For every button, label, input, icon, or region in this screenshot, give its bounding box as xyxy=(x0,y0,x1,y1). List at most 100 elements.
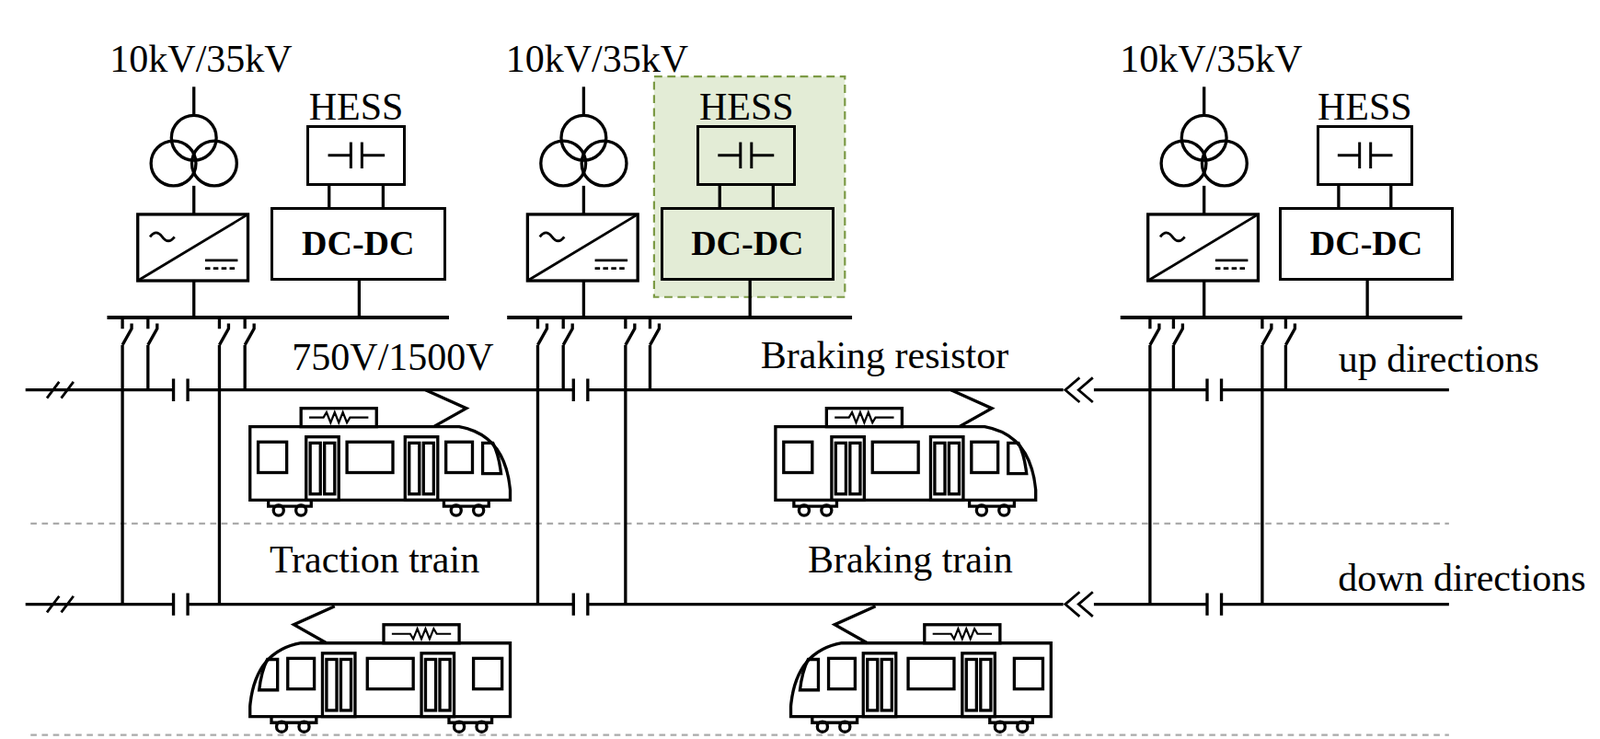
break-gap xyxy=(1063,375,1094,404)
insulator-gap xyxy=(173,599,189,609)
direction-separator xyxy=(30,522,1450,525)
converter-label: DC-DC xyxy=(301,224,415,264)
break-mark xyxy=(1065,591,1094,617)
transformer-winding xyxy=(1201,140,1247,186)
feeder-switch xyxy=(563,317,573,391)
feeder-switch xyxy=(1262,317,1272,605)
feeder-switch xyxy=(122,317,132,605)
dc-sign xyxy=(595,258,628,262)
feeder-switch xyxy=(537,317,547,605)
converter-label: DC-DC xyxy=(1310,224,1423,264)
hess-box: HESS xyxy=(696,125,796,185)
rectifier-box xyxy=(1148,214,1259,281)
capacitor-plates xyxy=(718,142,775,170)
power-network xyxy=(25,86,1463,735)
converter-lead xyxy=(748,280,751,318)
supply-line xyxy=(582,86,586,116)
dc-sign xyxy=(1215,258,1248,262)
ac-sign xyxy=(540,232,565,242)
voltage-label: 10kV/35kV xyxy=(504,37,691,81)
direction-label: down directions xyxy=(1335,556,1588,599)
dcdc-converter-box: DC-DC xyxy=(270,207,447,281)
dc-bus xyxy=(106,315,449,320)
section-insulator xyxy=(573,378,588,401)
feeder-switch xyxy=(1173,317,1183,391)
feeder-switch xyxy=(244,317,254,391)
converter-lead xyxy=(1365,280,1369,318)
hess-connection xyxy=(1338,185,1392,208)
rectifier-box xyxy=(527,214,638,281)
insulator-gap xyxy=(1207,385,1222,394)
supply-line xyxy=(192,86,196,116)
transformer-lead xyxy=(582,185,586,215)
section-insulator xyxy=(173,592,189,615)
feeder-switch xyxy=(148,317,158,391)
rectifier-lead xyxy=(582,280,586,318)
transformer-lead xyxy=(1202,185,1206,215)
braking-train-down xyxy=(791,606,1052,732)
direction-label: up directions xyxy=(1336,337,1542,380)
capacitor-symbol xyxy=(699,127,794,183)
braking-train-up xyxy=(775,390,1036,516)
hess-heading: HESS xyxy=(699,86,795,127)
rectifier-diagonal xyxy=(138,214,249,281)
dcdc-converter-box: DC-DC xyxy=(660,207,836,281)
direction-separator xyxy=(30,733,1450,736)
dc-sign xyxy=(205,258,238,262)
section-insulator xyxy=(173,378,189,401)
section-insulator xyxy=(1207,378,1222,401)
section-insulator xyxy=(1207,592,1222,615)
dcdc-converter-box: DC-DC xyxy=(1278,207,1455,281)
voltage-label: 750V/1500V xyxy=(289,335,495,379)
converter-label: DC-DC xyxy=(690,224,804,264)
insulator-gap xyxy=(573,599,588,609)
rectifier-lead xyxy=(192,280,196,318)
dc-sign xyxy=(205,266,238,270)
contact-rail xyxy=(25,388,1450,392)
traction-train-down xyxy=(250,606,511,732)
dc-sign xyxy=(1215,266,1248,270)
rectifier-box xyxy=(138,214,249,281)
capacitor-symbol xyxy=(309,127,404,183)
transformer-winding xyxy=(192,140,238,186)
insulator-gap xyxy=(173,385,189,394)
hess-box: HESS xyxy=(306,125,407,185)
ac-sign xyxy=(149,232,175,242)
dc-bus xyxy=(1120,315,1463,320)
transformer-lead xyxy=(192,185,196,215)
capacitor-symbol xyxy=(1319,127,1411,183)
section-insulator xyxy=(573,592,588,615)
transformer-winding xyxy=(150,140,196,186)
hess-connection xyxy=(329,185,384,208)
rectifier-lead xyxy=(1202,280,1206,318)
train-label: Braking train xyxy=(805,538,1015,581)
dc-sign xyxy=(595,266,628,270)
supply-line xyxy=(1202,86,1206,116)
resistor-label: Braking resistor xyxy=(759,333,1011,377)
hess-heading: HESS xyxy=(1317,86,1413,127)
rectifier-diagonal xyxy=(1148,214,1259,281)
insulator-gap xyxy=(1207,599,1222,609)
converter-lead xyxy=(357,280,361,318)
break-mark xyxy=(1065,377,1094,403)
ac-sign xyxy=(1160,232,1186,242)
transformer-winding xyxy=(541,140,587,186)
highlight-region xyxy=(654,76,845,298)
capacitor-plates xyxy=(327,142,385,170)
train-label: Traction train xyxy=(267,538,482,581)
insulator-gap xyxy=(573,385,588,394)
feeder-switch xyxy=(625,317,635,605)
break-gap xyxy=(1063,589,1094,619)
hess-box: HESS xyxy=(1316,125,1414,185)
rectifier-diagonal xyxy=(527,214,638,281)
feeder-switch xyxy=(218,317,229,605)
feeder-switch xyxy=(649,317,659,391)
feeder-switch xyxy=(1150,317,1160,605)
voltage-label: 10kV/35kV xyxy=(107,37,294,81)
break-mark xyxy=(46,596,74,613)
feeder-switch xyxy=(1285,317,1295,391)
traction-train-up xyxy=(250,390,511,516)
transformer-winding xyxy=(1161,140,1207,186)
